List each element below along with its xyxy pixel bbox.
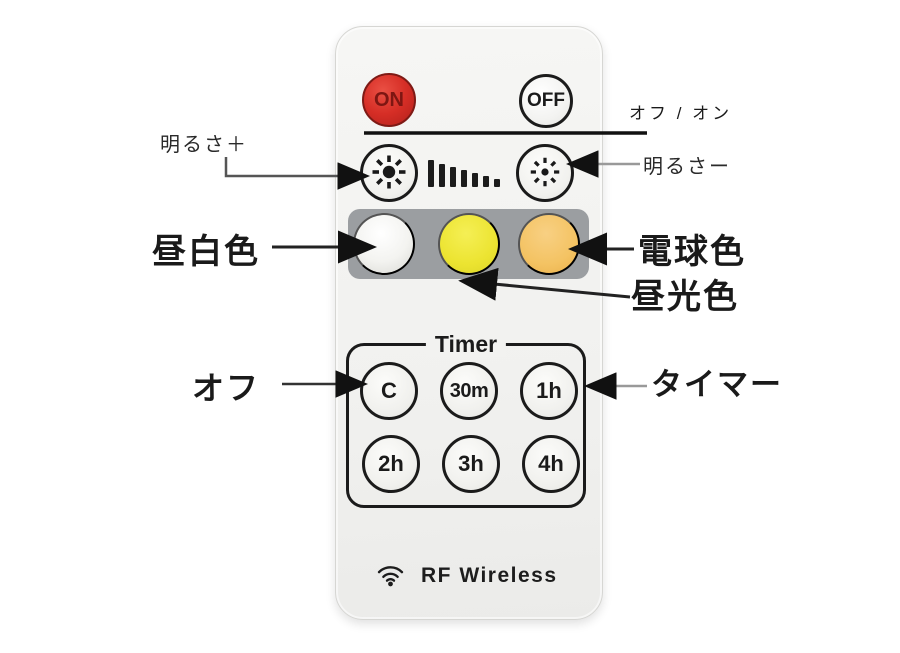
- sun-large-dot-icon: [369, 152, 409, 195]
- timer-section: Timer C 30m 1h 2h 3h 4h: [346, 331, 586, 508]
- remote-control: ON OFF: [335, 26, 603, 620]
- on-button[interactable]: ON: [362, 73, 416, 127]
- timer-1h-button[interactable]: 1h: [520, 362, 578, 420]
- daylight-white-color-button[interactable]: [353, 213, 415, 275]
- timer-off-label: オフ: [192, 370, 261, 406]
- brightness-minus-label: 明るさー: [643, 156, 731, 178]
- bulb-color-label: 電球色: [638, 233, 746, 271]
- on-off-label: オフ / オン: [629, 104, 733, 123]
- off-button[interactable]: OFF: [519, 74, 573, 128]
- timer-3h-button[interactable]: 3h: [442, 435, 500, 493]
- timer-callout-label: タイマー: [651, 367, 783, 402]
- wifi-icon: [374, 559, 407, 593]
- brightness-plus-label: 明るさ＋: [160, 134, 248, 156]
- daylight-yellow-color-button[interactable]: [438, 213, 500, 275]
- signal-bars-icon: [428, 159, 508, 187]
- warm-bulb-color-button[interactable]: [518, 213, 580, 275]
- daylight-color-label: 昼光色: [631, 278, 739, 316]
- brand-row: RF Wireless: [374, 559, 558, 593]
- brand-label: RF Wireless: [421, 564, 558, 587]
- color-select-tray: [348, 209, 589, 279]
- timer-section-title: Timer: [425, 331, 507, 357]
- timer-4h-button[interactable]: 4h: [522, 435, 580, 493]
- timer-clear-button[interactable]: C: [360, 362, 418, 420]
- sun-small-dot-icon: [526, 153, 564, 194]
- brightness-down-button[interactable]: [516, 144, 574, 202]
- timer-30m-button[interactable]: 30m: [440, 362, 498, 420]
- timer-2h-button[interactable]: 2h: [362, 435, 420, 493]
- daylight-white-label: 昼白色: [152, 233, 260, 271]
- brightness-up-button[interactable]: [360, 144, 418, 202]
